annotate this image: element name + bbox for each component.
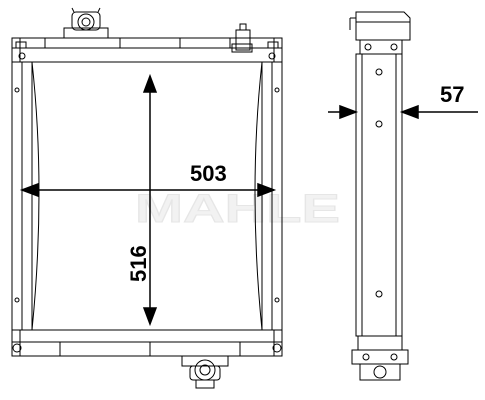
front-view	[11, 7, 283, 389]
side-top-cap	[349, 11, 411, 55]
bottom-tank	[11, 329, 283, 357]
left-side-frame	[11, 61, 40, 331]
depth-dimension-arrows	[328, 104, 478, 120]
height-dimension-label: 516	[126, 245, 151, 282]
bottom-outlet	[181, 355, 229, 389]
width-dimension-label: 503	[190, 161, 227, 186]
top-filler-cap	[63, 7, 109, 39]
height-dimension-line	[142, 73, 158, 327]
right-side-frame	[254, 61, 283, 331]
width-dimension-line	[19, 182, 277, 198]
side-view	[349, 11, 411, 381]
side-body	[355, 53, 403, 337]
depth-dimension-label: 57	[440, 82, 464, 107]
watermark-logo: MAHLE	[135, 187, 340, 231]
side-bottom-fitting	[351, 335, 409, 381]
